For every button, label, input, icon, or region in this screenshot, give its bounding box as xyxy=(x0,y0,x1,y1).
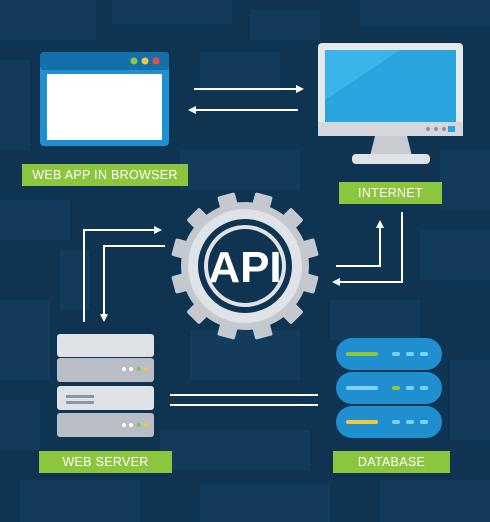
api-label: API xyxy=(208,243,281,292)
server-rack-icon xyxy=(57,334,154,437)
gear-icon xyxy=(171,192,319,340)
gear-tooth xyxy=(171,272,191,294)
api-server-arrows xyxy=(83,226,165,322)
web-server-label: WEB SERVER xyxy=(39,451,172,473)
gear-tooth xyxy=(217,192,239,212)
database-label: DATABASE xyxy=(333,451,450,473)
gear-tooth xyxy=(187,208,210,231)
gear-tooth xyxy=(251,192,273,212)
api-internet-arrows xyxy=(332,212,403,286)
gear-tooth xyxy=(171,238,191,260)
web-app-label: WEB APP IN BROWSER xyxy=(22,164,188,186)
gear-tooth xyxy=(299,272,319,294)
internet-label: INTERNET xyxy=(339,182,442,204)
server-database-link xyxy=(170,394,318,406)
database-stack-icon xyxy=(336,338,442,438)
browser-window-icon xyxy=(40,52,169,146)
gear-tooth xyxy=(217,320,239,340)
gear-tooth xyxy=(251,320,273,340)
gear-tooth xyxy=(280,208,303,231)
gear-tooth xyxy=(299,238,319,260)
gear-tooth xyxy=(187,301,210,324)
browser-monitor-arrows xyxy=(188,85,304,114)
gear-tooth xyxy=(280,301,303,324)
monitor-icon xyxy=(318,43,463,164)
